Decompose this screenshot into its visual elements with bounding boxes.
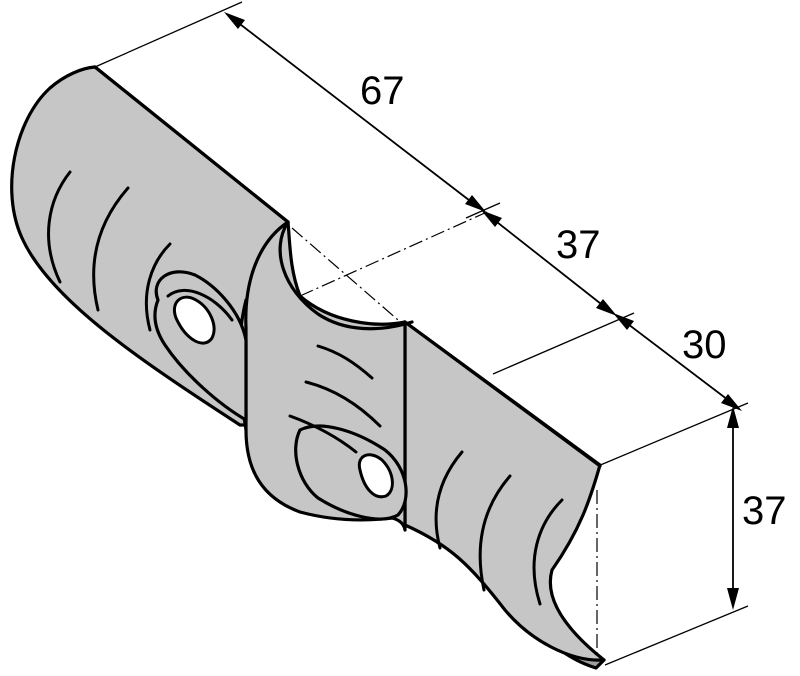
arrowhead-height-top (727, 406, 739, 428)
arrowhead-half-width-end (721, 394, 742, 411)
extension-line-mid (492, 312, 635, 375)
arrowhead-half-width-start (613, 313, 634, 330)
left-top-edge (93, 65, 290, 224)
right-shell (403, 320, 606, 662)
dimension-line-offset (487, 214, 611, 312)
saddle-groove-1 (304, 380, 382, 428)
dimension-labels: 67 37 30 37 (360, 69, 787, 533)
extension-line-right-top (597, 402, 749, 467)
dimension-line-half-width (619, 317, 737, 407)
right-groove-2 (478, 474, 512, 592)
left-groove-1 (47, 170, 72, 284)
arrowhead-length-start (224, 12, 245, 29)
extension-line-right-bottom (604, 605, 749, 666)
center-line-axis (291, 227, 459, 373)
dimension-line-length (231, 17, 479, 208)
saddle-cutout-edge (278, 220, 414, 331)
arrowhead-height-bottom (727, 588, 739, 610)
center-line-cross (299, 211, 488, 297)
right-groove-1 (434, 450, 464, 550)
dimension-label-offset: 37 (556, 223, 601, 267)
right-groove-3 (532, 498, 564, 606)
right-bolt-hole (357, 453, 394, 499)
saddle-groove-3 (316, 344, 374, 380)
saddle-groove-2 (288, 414, 358, 454)
extension-line-top-left (94, 1, 243, 68)
left-groove-3 (145, 242, 172, 332)
dimension-label-length: 67 (360, 69, 405, 113)
dimension-lines (224, 12, 742, 610)
left-bolt-hole (173, 295, 216, 345)
arrowhead-offset-start (481, 210, 502, 227)
connector-body (10, 65, 606, 670)
left-groove-2 (92, 186, 130, 312)
center-lines (291, 211, 598, 658)
arrowhead-length-end (465, 195, 486, 212)
arrowhead-offset-end (596, 299, 617, 316)
dimension-label-half-width: 30 (682, 323, 727, 367)
left-slot-groove (166, 288, 234, 322)
dimension-label-height: 37 (742, 489, 787, 533)
right-top-edge (403, 320, 602, 468)
